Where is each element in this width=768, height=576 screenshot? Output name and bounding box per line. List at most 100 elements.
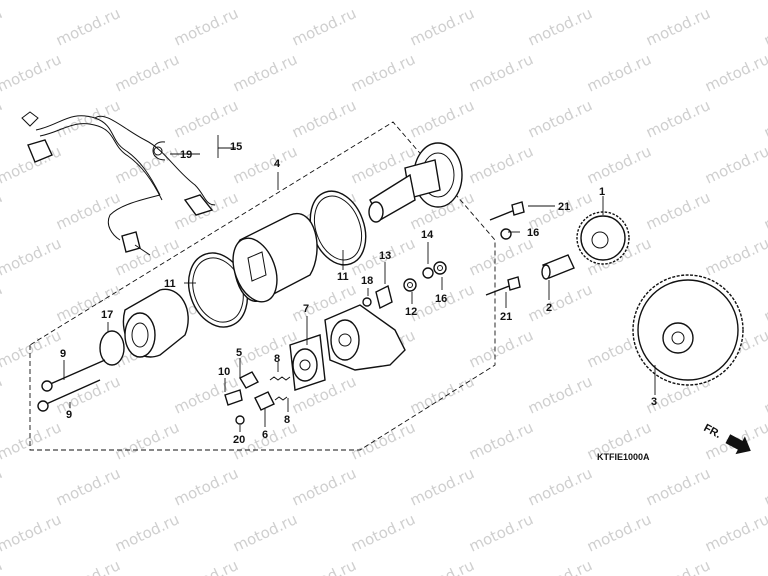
watermark-text: motod.ru [702,0,768,4]
callout-8a: 8 [274,353,280,365]
watermark-text: motod.ru [53,464,123,509]
watermark-text: motod.ru [0,464,5,509]
watermark-text: motod.ru [0,0,64,4]
o-ring-inner-upper [313,195,363,261]
watermark-text: motod.ru [643,96,713,141]
watermark-text: motod.ru [171,464,241,509]
watermark-text: motod.ru [525,372,595,417]
watermark-text: motod.ru [761,372,768,417]
watermark-text: motod.ru [584,142,654,187]
callout-9b: 9 [66,409,72,421]
wire-harness [21,111,216,256]
watermark-text: motod.ru [171,4,241,49]
watermark-text: motod.ru [702,142,768,187]
gear-shaft [541,254,575,280]
starter-assembly-boundary [29,121,496,451]
watermark-text: motod.ru [112,142,182,187]
watermark-text: motod.ru [466,234,536,279]
watermark-text: motod.ru [0,326,64,371]
watermark-text: motod.ru [525,464,595,509]
diagram-code: KTFIE1000A [597,452,650,462]
watermark-text: motod.ru [525,280,595,325]
callout-11a: 11 [337,271,349,283]
callout-21a: 21 [558,201,570,213]
callout-19: 19 [180,149,192,161]
watermark-text: motod.ru [584,0,654,4]
watermark-text: motod.ru [230,510,300,555]
watermark-text: motod.ru [112,0,182,4]
watermark-text: motod.ru [407,556,477,576]
watermark-text: motod.ru [407,372,477,417]
callout-1: 1 [599,186,605,198]
callout-4: 4 [274,158,281,170]
watermark-text: motod.ru [407,4,477,49]
callout-16a: 16 [527,227,539,239]
watermark-text: motod.ru [761,188,768,233]
through-bolts [37,359,106,412]
watermark-text: motod.ru [525,4,595,49]
watermark-text: motod.ru [643,556,713,576]
watermark-text: motod.ru [0,510,64,555]
watermark-text: motod.ru [289,4,359,49]
watermark-text: motod.ru [53,4,123,49]
watermark-text: motod.ru [289,464,359,509]
watermark-text: motod.ru [407,96,477,141]
watermark-text: motod.ru [289,96,359,141]
watermark-text: motod.ru [230,50,300,95]
watermark-text: motod.ru [761,464,768,509]
watermark-text: motod.ru [466,418,536,463]
front-bracket [324,304,406,371]
watermark-text: motod.ru [466,50,536,95]
wire-clip [152,141,166,161]
watermark-text: motod.ru [466,0,536,4]
watermark-text: motod.ru [525,556,595,576]
watermark-text: motod.ru [702,234,768,279]
watermark-text: motod.ru [643,464,713,509]
callout-18: 18 [361,275,373,287]
reduction-gear [576,211,630,265]
watermark-text: motod.ru [761,280,768,325]
watermark-text: motod.ru [289,556,359,576]
callout-16b: 16 [435,293,447,305]
watermark-text: motod.ru [348,50,418,95]
callout-5: 5 [236,347,242,359]
watermark-text: motod.ru [112,418,182,463]
watermark-text: motod.ru [0,4,5,49]
watermark-text: motod.ru [230,0,300,4]
watermark-text: motod.ru [0,188,5,233]
watermark-text: motod.ru [171,96,241,141]
watermark-text: motod.ru [761,4,768,49]
callout-6: 6 [262,429,268,441]
watermark-text: motod.ru [112,510,182,555]
callout-12: 12 [405,306,417,318]
callout-9a: 9 [60,348,66,360]
callout-21b: 21 [500,311,512,323]
callout-3: 3 [651,396,657,408]
watermark-text: motod.ru [348,0,418,4]
callout-14: 14 [421,229,434,241]
o-ring-17 [99,330,125,366]
bolts-21 [485,201,525,296]
watermark-text: motod.ru [0,556,5,576]
brush-holder [289,334,326,391]
watermark-text: motod.ru [643,188,713,233]
callout-15: 15 [230,141,242,153]
callout-labels: 1 2 3 4 5 6 7 8 8 9 9 10 11 11 12 13 14 … [60,141,657,446]
callout-7: 7 [303,303,309,315]
small-hardware [362,228,512,310]
watermark-text: motod.ru [0,372,5,417]
callout-8b: 8 [284,414,290,426]
callout-17: 17 [101,309,113,321]
watermark-text: motod.ru [643,4,713,49]
watermark-text: motod.ru [112,50,182,95]
watermark-text: motod.ru [0,50,64,95]
callout-11b: 11 [164,278,176,290]
motor-yoke [232,212,318,303]
watermark-text: motod.ru [466,510,536,555]
callout-2: 2 [546,302,552,314]
watermark-text: motod.ru [171,556,241,576]
armature [368,142,463,223]
leader-lines [63,135,656,432]
watermark-text: motod.ru [761,96,768,141]
